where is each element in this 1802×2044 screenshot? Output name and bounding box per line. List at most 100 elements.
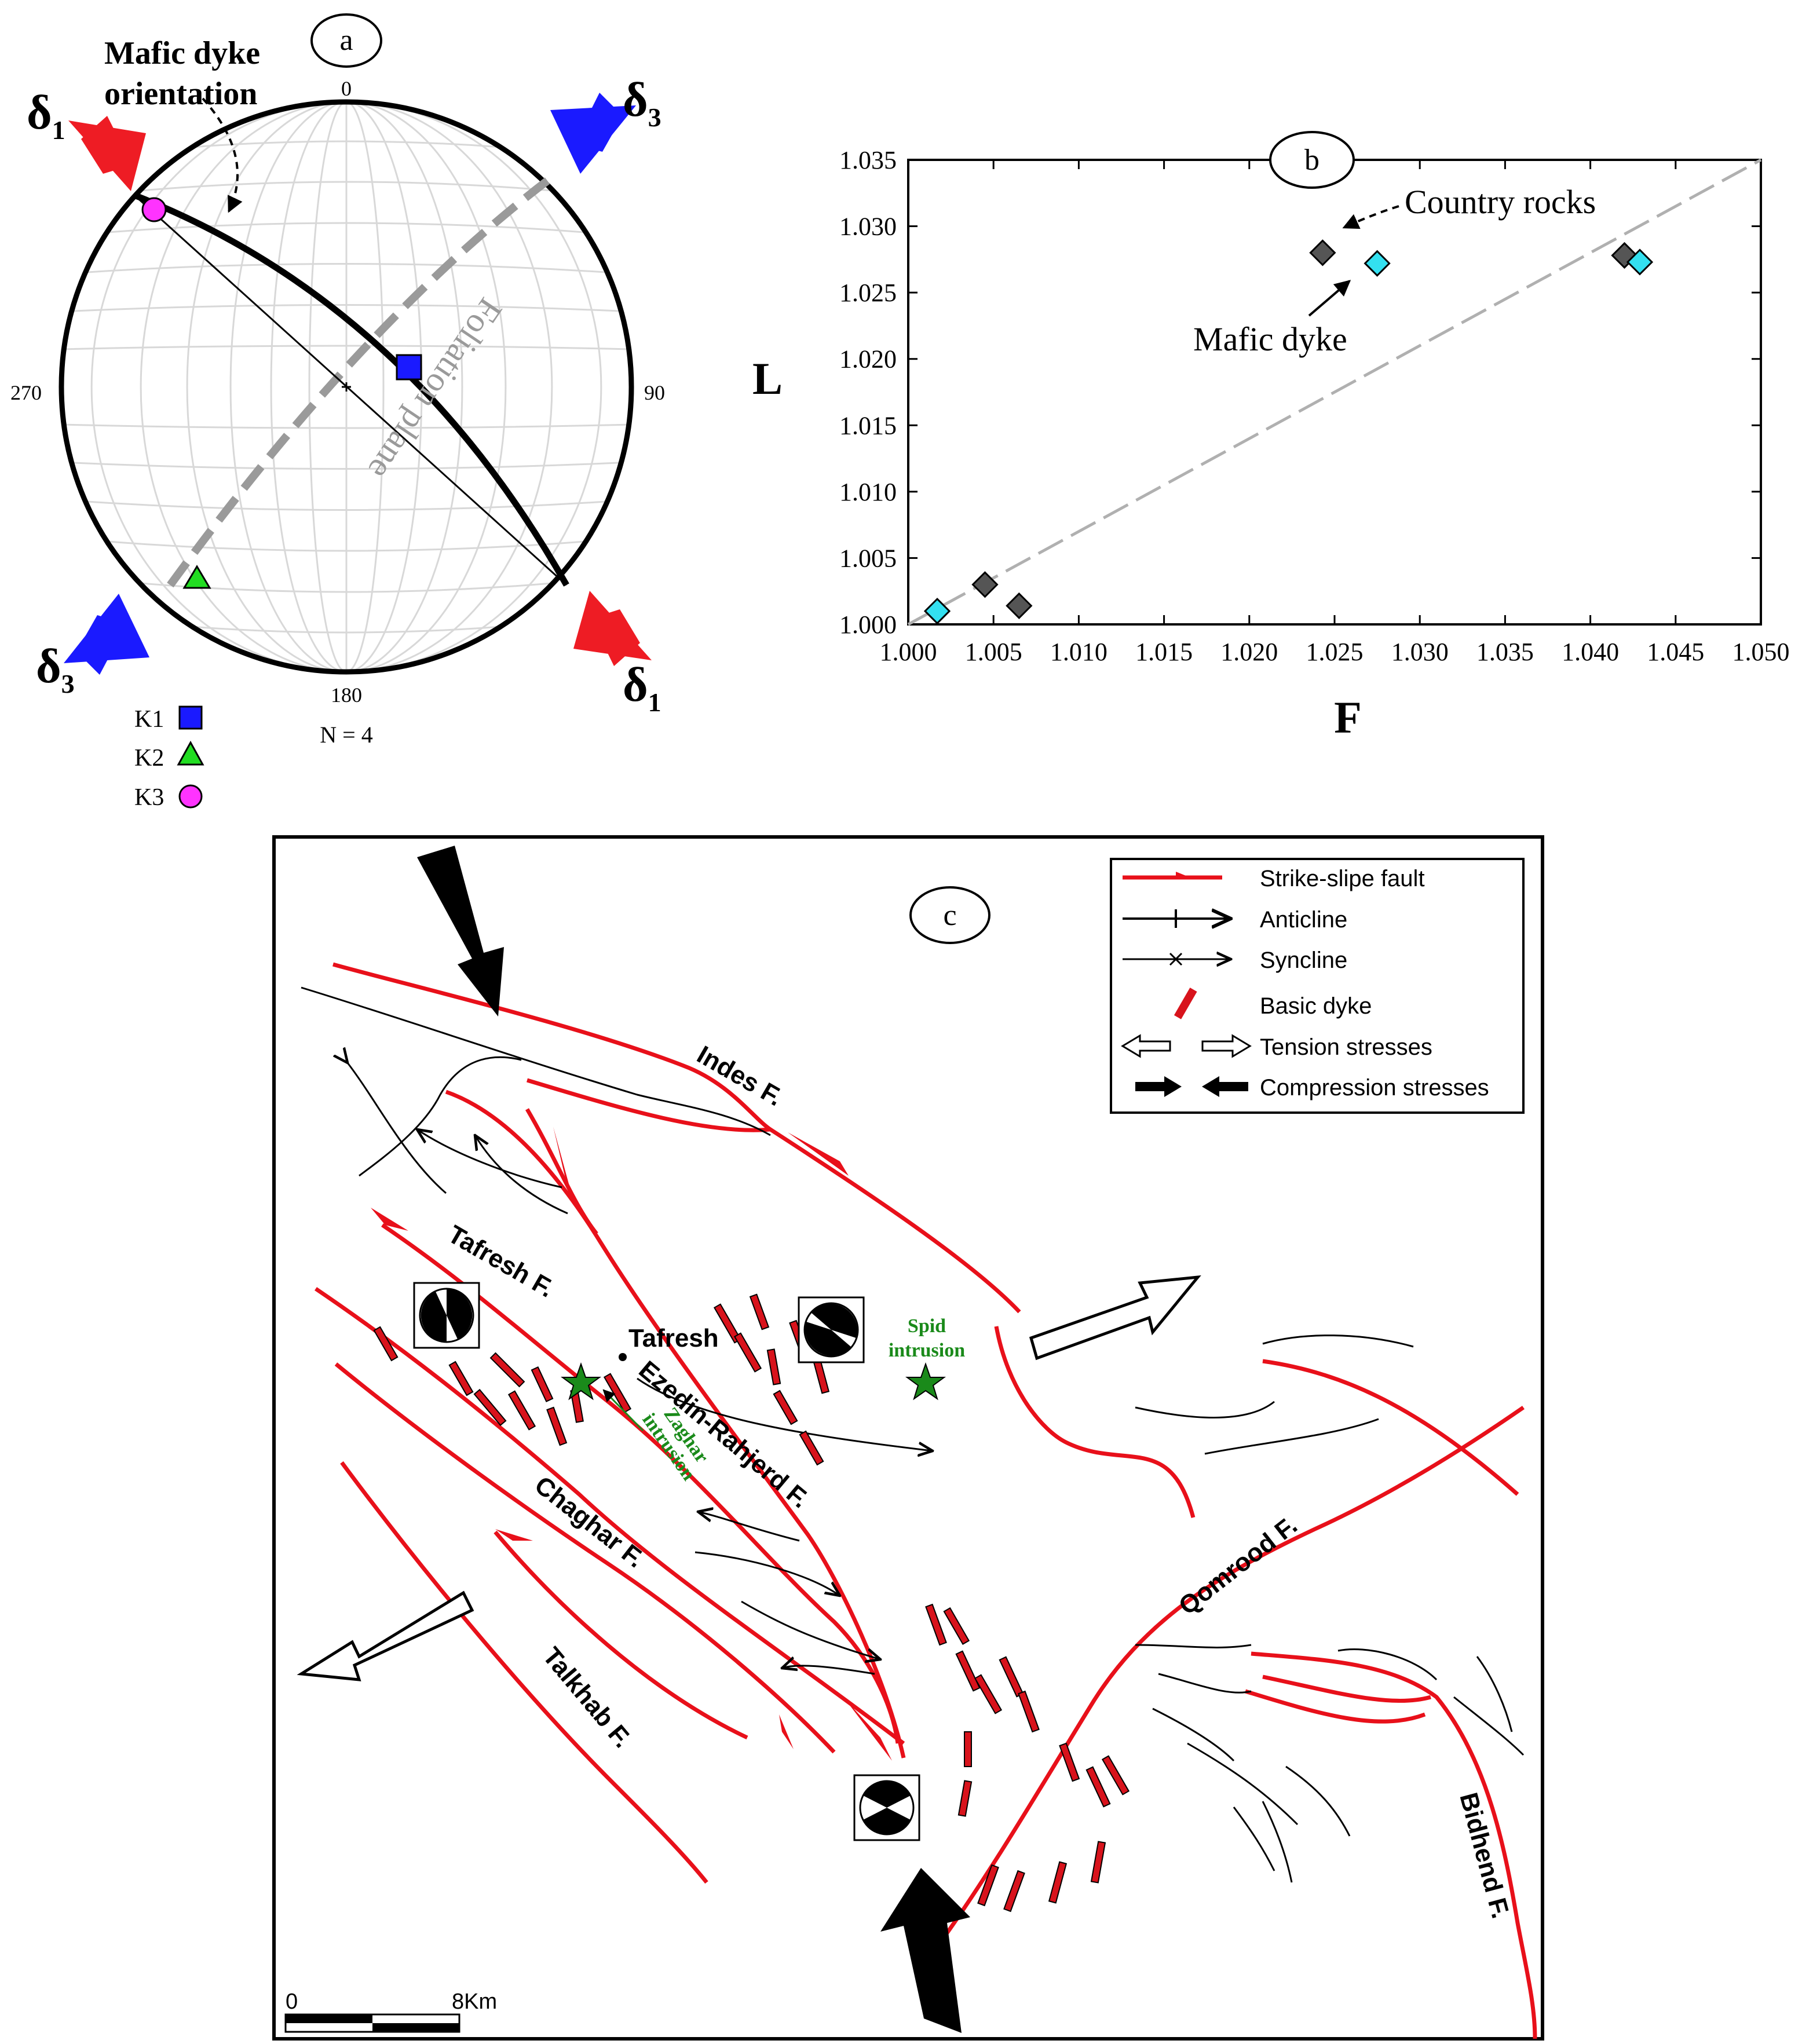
anticline-nw-4 xyxy=(417,1129,562,1189)
panel-a: a 0 90 180 270 Mafic dyke orientation Fo… xyxy=(10,13,665,811)
y-tick-label: 1.000 xyxy=(839,610,897,639)
fold-se-3 xyxy=(1285,1765,1351,1837)
country-rock-point xyxy=(1309,239,1336,266)
bidhend-fault-c xyxy=(1244,1689,1426,1724)
k2-legend-symbol xyxy=(177,740,204,766)
basic-dyke xyxy=(1101,1755,1130,1796)
dyke-label-line1: Mafic dyke xyxy=(104,35,260,71)
k2-legend-label: K2 xyxy=(134,745,164,771)
dyke-pole-line xyxy=(133,194,568,586)
x-tick-label: 1.005 xyxy=(965,638,1022,666)
tension-arrow-west xyxy=(297,1590,474,1681)
panel-a-badge xyxy=(310,13,382,68)
indes-fault-n xyxy=(332,962,1021,1314)
north-label: 0 xyxy=(341,77,352,100)
fold-east-5 xyxy=(1476,1656,1513,1732)
country-rock-point xyxy=(1006,592,1033,620)
focal-mechanism-2 xyxy=(798,1296,865,1363)
compression-legend-symbol xyxy=(1135,1076,1248,1097)
scale-bar: 0 8Km xyxy=(284,1990,497,2033)
basic-dyke xyxy=(1090,1841,1106,1884)
fold-ezedin-2 xyxy=(695,1551,840,1596)
scale-end-label: 8Km xyxy=(452,1990,497,2014)
panel-c-badge xyxy=(909,886,990,944)
basic-dyke xyxy=(1018,1690,1040,1733)
y-tick-label: 1.025 xyxy=(839,279,897,307)
k-legend: K1 K2 K3 xyxy=(134,705,204,811)
fold-ezedin-3 xyxy=(741,1600,880,1659)
primitive-circle xyxy=(59,99,634,675)
map-legend: Strike-slipe fault Anticline Syncline Ba… xyxy=(1110,858,1525,1114)
spid-intrusion-star xyxy=(905,1362,946,1401)
east-label: 90 xyxy=(644,381,665,404)
mafic-dyke-point xyxy=(923,597,951,625)
basic-dyke xyxy=(546,1406,568,1446)
fold-bidhend xyxy=(1337,1648,1438,1681)
k3-marker xyxy=(141,197,167,222)
foliation-plane-trace xyxy=(160,177,550,597)
mafic-dyke-point xyxy=(1364,250,1391,277)
y-axis-title: L xyxy=(752,353,783,404)
panel-b: 1.000 1.005 1.010 1.015 1.020 1.025 1.030 1.035… xyxy=(752,131,1790,743)
syncline-nw-2 xyxy=(359,1056,522,1177)
anticline-nw-3 xyxy=(475,1135,568,1215)
lf-scatter-plot: 1.000 1.005 1.010 1.015 1.020 1.025 1.030 1.035… xyxy=(839,146,1790,666)
reference-line xyxy=(907,158,1762,626)
basic-dyke xyxy=(799,1430,824,1466)
tension-arrow-east xyxy=(1029,1275,1201,1361)
fault-legend-label: Strike-slipe fault xyxy=(1260,866,1425,891)
x-tick-label: 1.030 xyxy=(1391,638,1449,666)
sigma3-ne-label: δ3 xyxy=(623,73,661,132)
sigma3-sw-arrow xyxy=(64,594,149,675)
fold-ezedin-1 xyxy=(698,1512,800,1542)
panel-c-label: c xyxy=(943,899,956,932)
mafic-dyke-point xyxy=(1626,248,1654,276)
dyke-legend-symbol xyxy=(1174,988,1197,1019)
basic-dyke xyxy=(773,1390,798,1425)
fold-se-2 xyxy=(1262,1801,1293,1883)
sigma1-se-arrow xyxy=(573,591,652,666)
fold-qomrood-2 xyxy=(1158,1673,1252,1694)
basic-dyke xyxy=(749,1293,770,1330)
country-rocks-pointer xyxy=(1342,205,1399,229)
basic-dyke xyxy=(766,1348,781,1385)
y-tick-label: 1.030 xyxy=(839,213,897,241)
sigma3-sw-label: δ3 xyxy=(36,639,75,699)
spid-intrusion-label-2: intrusion xyxy=(889,1340,965,1361)
x-tick-label: 1.035 xyxy=(1476,638,1534,666)
basic-dykes xyxy=(373,1293,1130,1913)
dyke-label-line2: orientation xyxy=(104,76,257,112)
basic-dyke xyxy=(943,1607,970,1645)
mafic-dyke-great-circle xyxy=(133,192,569,587)
sigma1-nw-label: δ1 xyxy=(27,86,65,145)
y-tick-label: 1.010 xyxy=(839,478,897,506)
y-tick-label: 1.015 xyxy=(839,411,897,440)
basic-dyke xyxy=(1003,1870,1025,1913)
basic-dyke xyxy=(1048,1861,1068,1904)
basic-dyke xyxy=(957,1780,973,1817)
y-tick-label: 1.020 xyxy=(839,345,897,374)
basic-dyke xyxy=(473,1388,507,1427)
fold-se-1 xyxy=(1233,1807,1275,1871)
k1-legend-label: K1 xyxy=(134,706,164,733)
indes-fault-s xyxy=(526,1078,771,1132)
basic-dyke xyxy=(448,1361,474,1396)
fold-qomrood-4 xyxy=(1187,1742,1299,1826)
basic-dyke xyxy=(974,1674,1003,1714)
basic-dyke xyxy=(507,1390,536,1431)
compression-legend-label: Compression stresses xyxy=(1260,1075,1489,1100)
basic-dyke xyxy=(1059,1742,1080,1782)
spid-intrusion-label-1: Spid xyxy=(908,1315,946,1337)
sigma3-ne-arrow xyxy=(550,93,636,174)
x-tick-label: 1.010 xyxy=(1050,638,1107,666)
basic-dyke xyxy=(489,1352,525,1388)
fold-qomrood-3 xyxy=(1152,1707,1235,1762)
country-rocks-label: Country rocks xyxy=(1405,183,1596,221)
sigma1-se-label: δ1 xyxy=(623,658,661,717)
x-tick-label: 1.015 xyxy=(1135,638,1193,666)
compression-arrow-south xyxy=(880,1868,970,2033)
basic-dyke xyxy=(531,1366,554,1403)
mafic-dyke-label: Mafic dyke xyxy=(1193,320,1347,358)
x-tick-label: 1.045 xyxy=(1647,638,1704,666)
qomrood-fault-main xyxy=(934,1406,1525,1951)
